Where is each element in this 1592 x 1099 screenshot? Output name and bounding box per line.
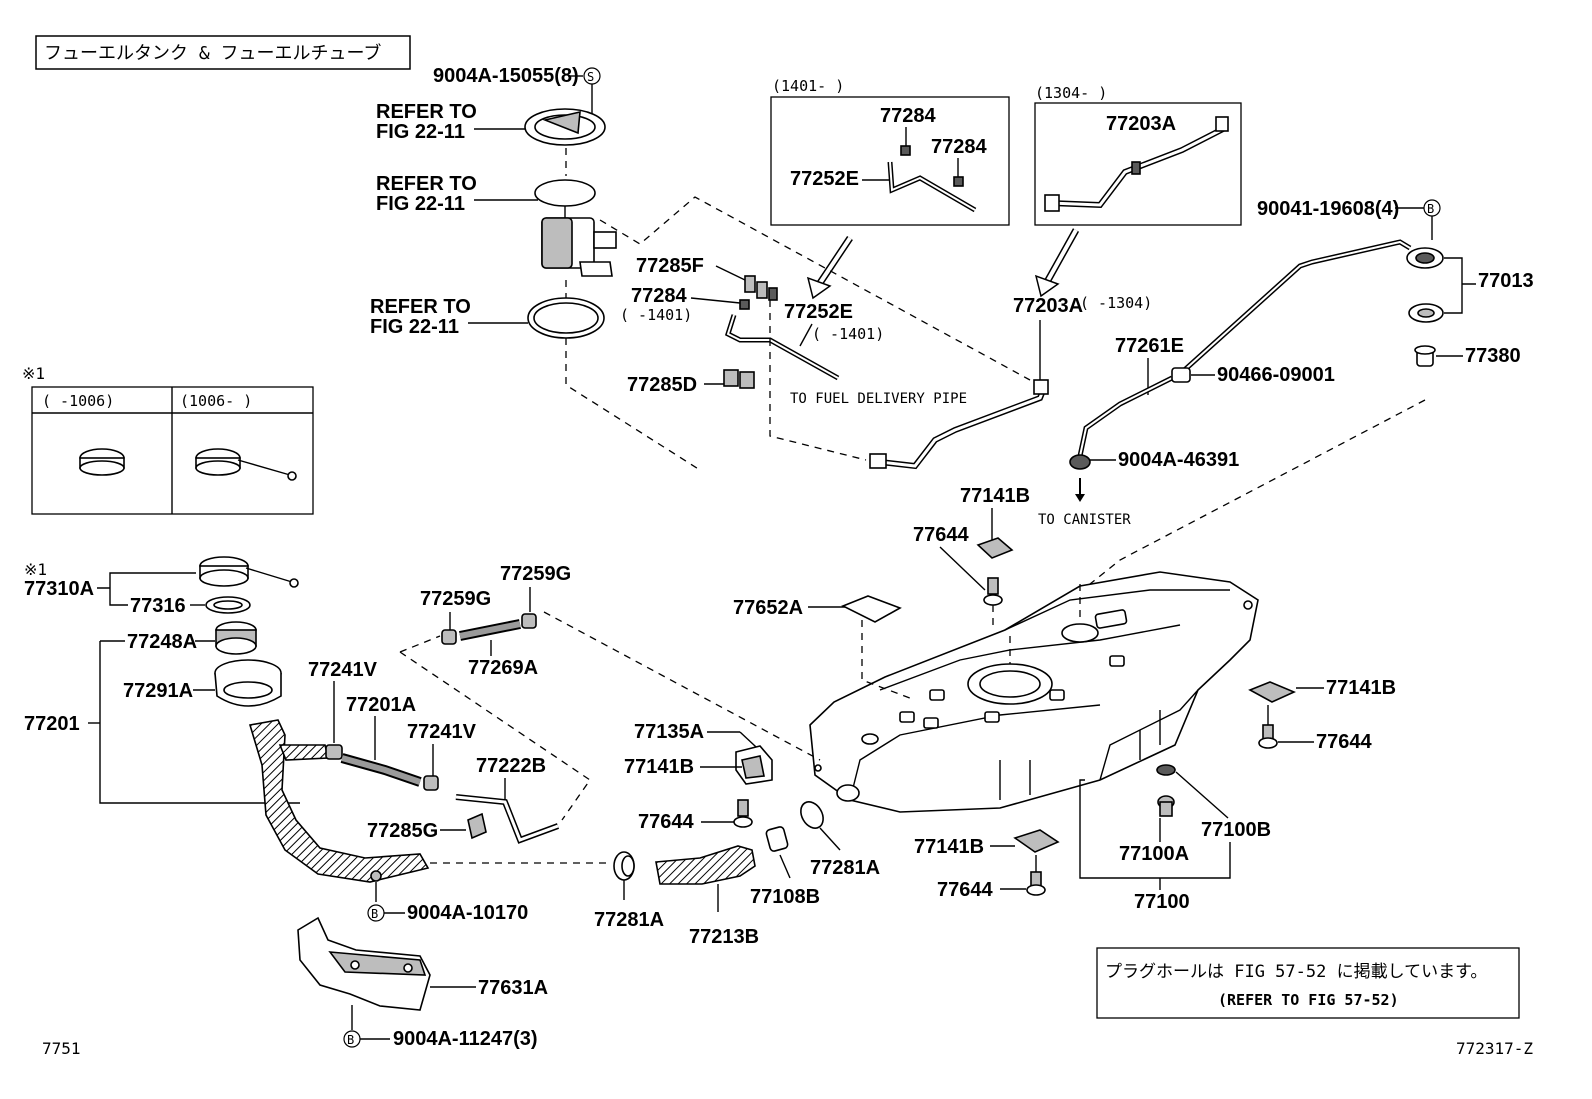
label-90041-19608: 90041-19608(4) [1257,198,1399,220]
vent-line-group: 90041-19608(4) B 77013 77380 77261E 9046… [1038,198,1534,601]
label-77281A-left: 77281A [594,909,664,931]
label-77281A-right: 77281A [810,857,880,879]
label-77261E: 77261E [1115,335,1184,357]
svg-text:(1006- ): (1006- ) [180,392,252,410]
label-77652A: 77652A [733,597,803,619]
label-77135A: 77135A [634,721,704,743]
label-9004A-11247: 9004A-11247(3) [393,1028,538,1050]
refer-fig-1: REFER TO FIG 22-11 [376,101,477,143]
label-77100: 77100 [1134,891,1190,913]
fuel-line-group: 77285F 77284 ( -1401) 77252E ( -1401) 77… [599,196,1152,470]
bracket-group-bottom: 77141B 77644 [914,829,1060,901]
svg-text:S: S [587,70,594,84]
label-9004A-15055: 9004A-15055(8) [433,65,579,87]
title-box: フューエルタンク & フューエルチューブ [35,35,411,70]
label-77213B: 77213B [689,926,759,948]
label-77201A: 77201A [346,694,416,716]
note-fuel-delivery-pipe: TO FUEL DELIVERY PIPE [790,391,967,407]
plug-hole-note: プラグホールは FIG 57-52 に掲載しています。 (REFER TO FI… [1096,947,1520,1019]
label-77310A: 77310A [24,578,94,600]
pad-77652A: 77652A [733,595,916,701]
svg-text:FIG 22-11: FIG 22-11 [370,316,459,338]
label-77380: 77380 [1465,345,1521,367]
label-77203A-box: 77203A [1106,113,1176,135]
svg-text:※1: ※1 [24,560,47,579]
bracket-group-top: 77141B 77644 [913,485,1030,630]
bracket-group-left: 77135A 77141B 77644 [624,721,773,833]
label-77316: 77316 [130,595,186,617]
fuel-pump-assembly: 9004A-15055(8) S REFER TO FIG 22-11 REFE… [370,65,701,471]
label-77252E: 77252E [784,301,853,323]
label-77644-right: 77644 [1316,731,1372,753]
label-77285D: 77285D [627,374,697,396]
label-77284-box-a: 77284 [880,105,936,127]
label-77013: 77013 [1478,270,1534,292]
label-77141B-right: 77141B [1326,677,1396,699]
label-77100B: 77100B [1201,819,1271,841]
protector-group: 77631A B 9004A-11247(3) [297,916,548,1050]
label-77284: 77284 [631,285,687,307]
label-77141B-top: 77141B [960,485,1030,507]
label-77252E-box: 77252E [790,168,859,190]
svg-text:(1401- ): (1401- ) [772,77,844,95]
label-9004A-10170: 9004A-10170 [407,902,528,924]
label-77259G-a: 77259G [420,588,491,610]
svg-text:( -1304): ( -1304) [1080,294,1152,312]
filler-hose-group: 77281A 77213B 77108B 77281A [594,801,880,948]
label-77291A: 77291A [123,680,193,702]
box-77203A: (1304- ) 77203A [1034,84,1242,298]
filler-neck-group: ※1 77310A 77316 77248A 77291A 77201 [24,556,610,924]
svg-text:※1: ※1 [22,364,45,383]
label-77241V-b: 77241V [407,721,477,743]
label-77108B: 77108B [750,886,820,908]
svg-text:B: B [371,907,378,921]
label-77259G-b: 77259G [500,563,571,585]
svg-text:REFER TO: REFER TO [376,101,477,123]
refer-fig-3: REFER TO FIG 22-11 [370,296,471,338]
label-77644-top: 77644 [913,524,969,546]
svg-text:FIG 22-11: FIG 22-11 [376,193,465,215]
label-77141B-bottom: 77141B [914,836,984,858]
fuel-tank [809,571,1259,813]
svg-text:(REFER TO FIG 57-52): (REFER TO FIG 57-52) [1218,991,1399,1009]
bracket-group-right: 77141B 77644 [1248,677,1396,753]
label-77644-left: 77644 [638,811,694,833]
refer-fig-2: REFER TO FIG 22-11 [376,173,477,215]
inset-cap-variants: ※1 ( -1006) (1006- ) [22,364,314,515]
label-77644-bottom: 77644 [937,879,993,901]
svg-text:( -1006): ( -1006) [42,392,114,410]
figure-code: 772317-Z [1456,1039,1533,1058]
label-77241V-a: 77241V [308,659,378,681]
svg-text:(1304- ): (1304- ) [1035,84,1107,102]
label-77285F: 77285F [636,255,704,277]
svg-text:プラグホールは FIG 57-52 に掲載しています。: プラグホールは FIG 57-52 に掲載しています。 [1105,962,1487,982]
label-77269A: 77269A [468,657,538,679]
label-77284-box-b: 77284 [931,136,987,158]
label-77100A: 77100A [1119,843,1189,865]
note-to-canister: TO CANISTER [1038,512,1131,528]
label-77201: 77201 [24,713,80,735]
svg-text:REFER TO: REFER TO [376,173,477,195]
label-77141B-left: 77141B [624,756,694,778]
svg-text:FIG 22-11: FIG 22-11 [376,121,465,143]
svg-text:( -1401): ( -1401) [812,325,884,343]
drain-plug-group: 77100B 77100A 77100 [1079,764,1271,913]
svg-text:B: B [347,1033,354,1047]
breather-tube-group: 77241V 77201A 77241V 77222B 77285G 77259… [308,563,821,844]
label-77248A: 77248A [127,631,197,653]
page-title: フューエルタンク & フューエルチューブ [44,42,381,64]
label-77222B: 77222B [476,755,546,777]
label-9004A-46391: 9004A-46391 [1118,449,1239,471]
label-90466-09001: 90466-09001 [1217,364,1335,386]
page-code: 7751 [42,1039,81,1058]
box-77252E: (1401- ) 77284 77284 77252E [770,77,1010,300]
label-77203A: 77203A [1013,295,1083,317]
label-77285G: 77285G [367,820,438,842]
svg-text:REFER TO: REFER TO [370,296,471,318]
svg-text:B: B [1427,202,1434,216]
svg-text:( -1401): ( -1401) [620,306,692,324]
label-77631A: 77631A [478,977,548,999]
